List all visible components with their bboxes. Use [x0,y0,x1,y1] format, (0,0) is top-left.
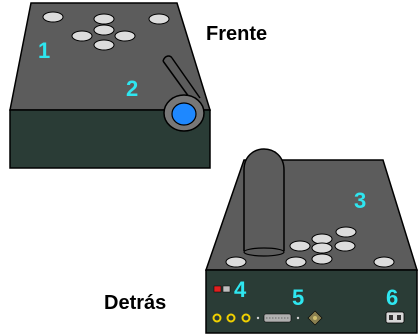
button-icon[interactable] [289,240,311,252]
back-device-top [204,159,418,271]
led-icon [222,285,231,293]
button-icon[interactable] [373,256,395,268]
button-icon[interactable] [93,13,115,25]
button-icon[interactable] [335,226,357,238]
number-6: 6 [386,285,398,310]
button-icon[interactable] [334,240,356,252]
number-5: 5 [292,285,304,310]
back-label: Detrás [104,292,166,314]
button-icon[interactable] [71,30,93,42]
button-icon[interactable] [225,256,247,268]
number-4: 4 [234,277,247,302]
jack-icon[interactable] [212,313,251,323]
front-label: Frente [206,23,267,45]
number-1: 1 [38,38,50,63]
button-icon[interactable] [42,11,64,23]
roller-hump [243,148,285,251]
power-connector-icon[interactable] [385,311,405,324]
back-device: 3 4 5 6 [204,148,418,334]
round-connector-icon[interactable] [307,310,323,326]
button-icon[interactable] [114,30,136,42]
back-buttons [225,226,395,268]
back-device-face [205,269,418,334]
front-buttons [42,11,170,51]
front-device: 1 2 [9,2,212,169]
button-icon[interactable] [93,39,115,51]
roller-knob-icon[interactable] [163,94,205,132]
led-icon [213,285,222,293]
button-icon[interactable] [148,13,170,25]
button-icon[interactable] [311,242,333,254]
serial-port-icon[interactable] [256,313,300,323]
number-2: 2 [126,76,138,101]
button-icon[interactable] [93,24,115,36]
button-icon[interactable] [311,253,333,265]
number-3: 3 [354,188,366,213]
button-icon[interactable] [285,256,307,268]
